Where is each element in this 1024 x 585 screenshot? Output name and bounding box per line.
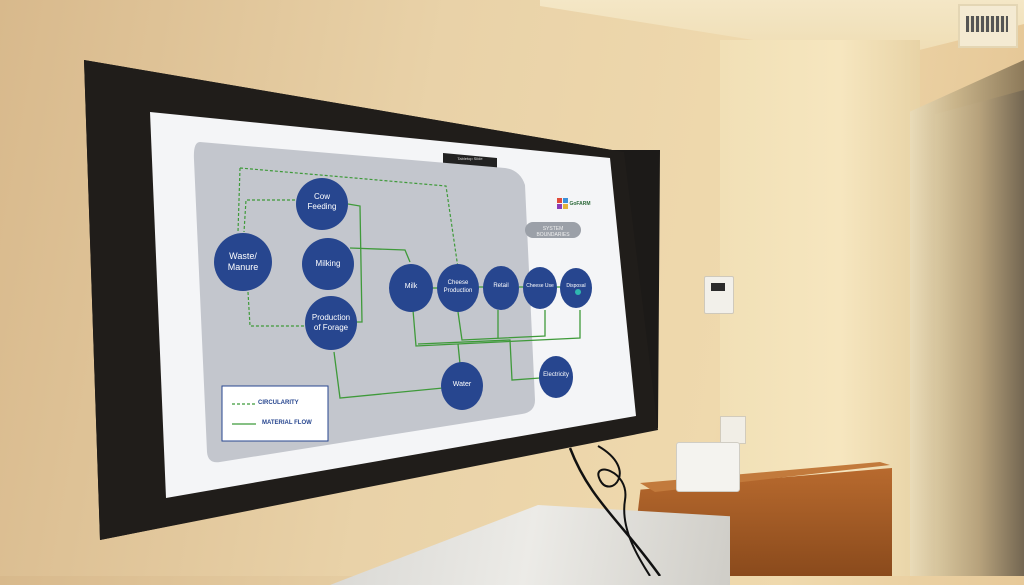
node-cheese-use xyxy=(523,267,557,309)
tissue-dispenser xyxy=(676,442,740,492)
node-disposal xyxy=(560,268,592,308)
vent-grill xyxy=(966,16,1008,32)
legend-box xyxy=(221,385,329,442)
node-production-forage xyxy=(305,296,357,350)
node-milking xyxy=(302,238,354,290)
circularity-lines xyxy=(237,167,459,327)
light-switch xyxy=(720,416,746,444)
system-boundaries-pill xyxy=(525,222,581,238)
glass-door xyxy=(935,90,1024,576)
diagram-nodes xyxy=(214,178,592,410)
thermostat xyxy=(704,276,734,314)
disposal-dot xyxy=(575,289,581,295)
material-flow-lines xyxy=(332,203,581,399)
node-waste-manure xyxy=(214,233,272,291)
gofarm-logo xyxy=(557,198,568,209)
air-vent xyxy=(958,4,1018,48)
node-electricity xyxy=(539,356,573,398)
node-cheese-production xyxy=(437,264,479,312)
node-water xyxy=(441,362,483,410)
node-milk xyxy=(389,264,433,312)
node-cow-feeding xyxy=(296,178,348,230)
thermostat-screen xyxy=(711,283,725,291)
node-retail xyxy=(483,266,519,310)
